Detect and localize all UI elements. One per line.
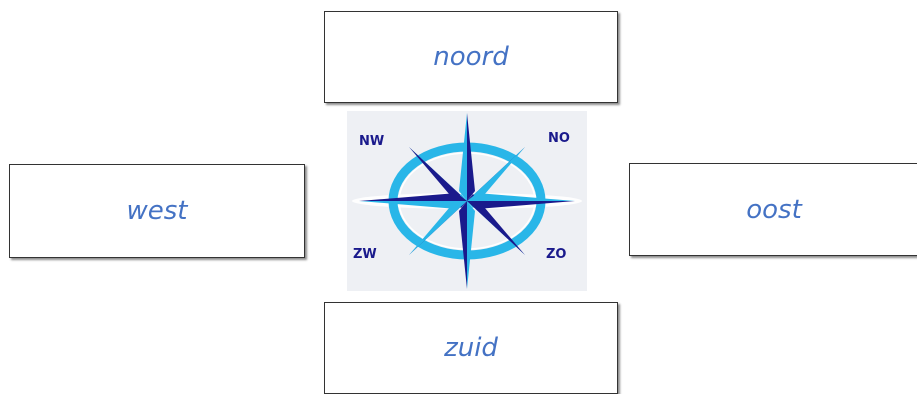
compass-diagonal-points [409,147,525,255]
south-box[interactable]: zuid [324,302,618,394]
south-label: zuid [444,333,498,363]
north-box[interactable]: noord [324,11,618,103]
compass-label-nw: NW [359,134,384,149]
compass-rose-icon: NW NO ZW ZO [347,111,587,291]
compass-cardinal-points [359,113,575,289]
west-label: west [126,196,188,226]
compass-label-se: ZO [546,247,566,262]
east-box[interactable]: oost [629,163,917,256]
west-box[interactable]: west [9,164,305,258]
compass-label-ne: NO [548,131,570,146]
north-label: noord [433,42,509,72]
compass-rose-image: NW NO ZW ZO [347,111,587,291]
east-label: oost [746,194,802,225]
compass-label-sw: ZW [353,247,377,262]
